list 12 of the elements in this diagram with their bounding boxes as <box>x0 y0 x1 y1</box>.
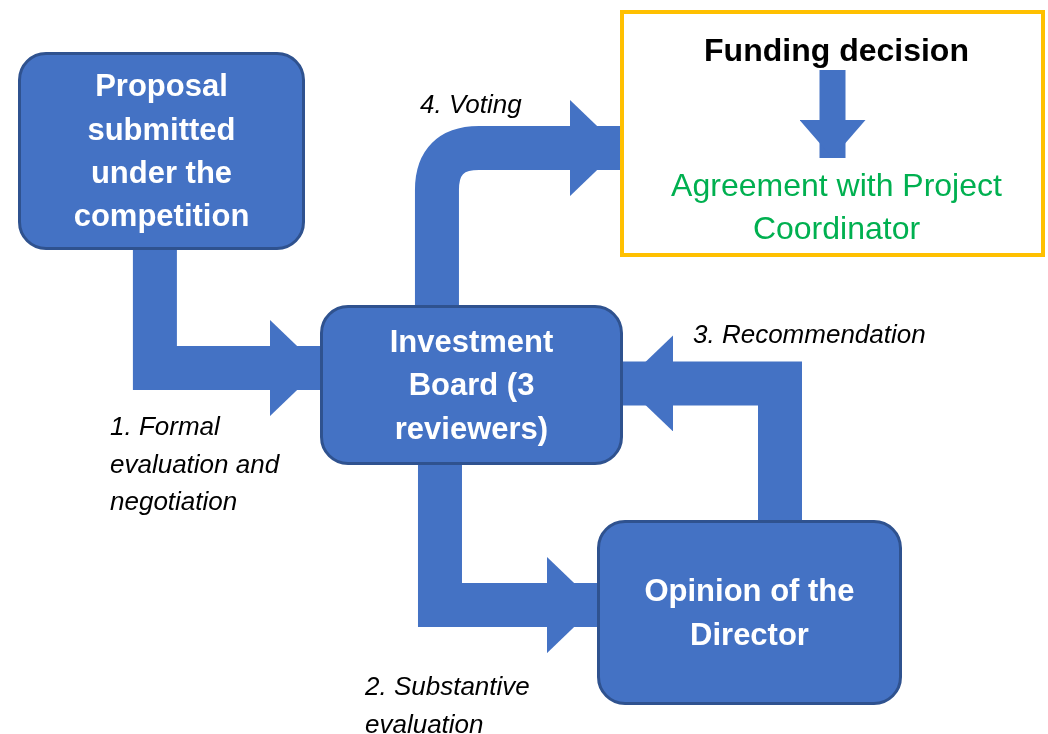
decision-frame <box>620 10 1045 257</box>
process-box: Opinion of the Director <box>597 520 902 705</box>
block-arrow <box>799 70 866 158</box>
edge-label: 3. Recommendation <box>693 318 927 351</box>
edge-label: 2. Substantive evaluation <box>365 670 531 734</box>
edge-label: 1. Formal evaluation and negotiation <box>110 410 281 519</box>
block-arrow <box>132 250 320 417</box>
outcome-text: Agreement with Project Coordinator <box>634 162 1039 252</box>
edge-label: 4. Voting <box>420 88 523 121</box>
process-box: Proposal submitted under the competition <box>18 52 305 250</box>
process-box: Investment Board (3 reviewers) <box>320 305 623 465</box>
heading-text: Funding decision <box>644 26 1029 74</box>
